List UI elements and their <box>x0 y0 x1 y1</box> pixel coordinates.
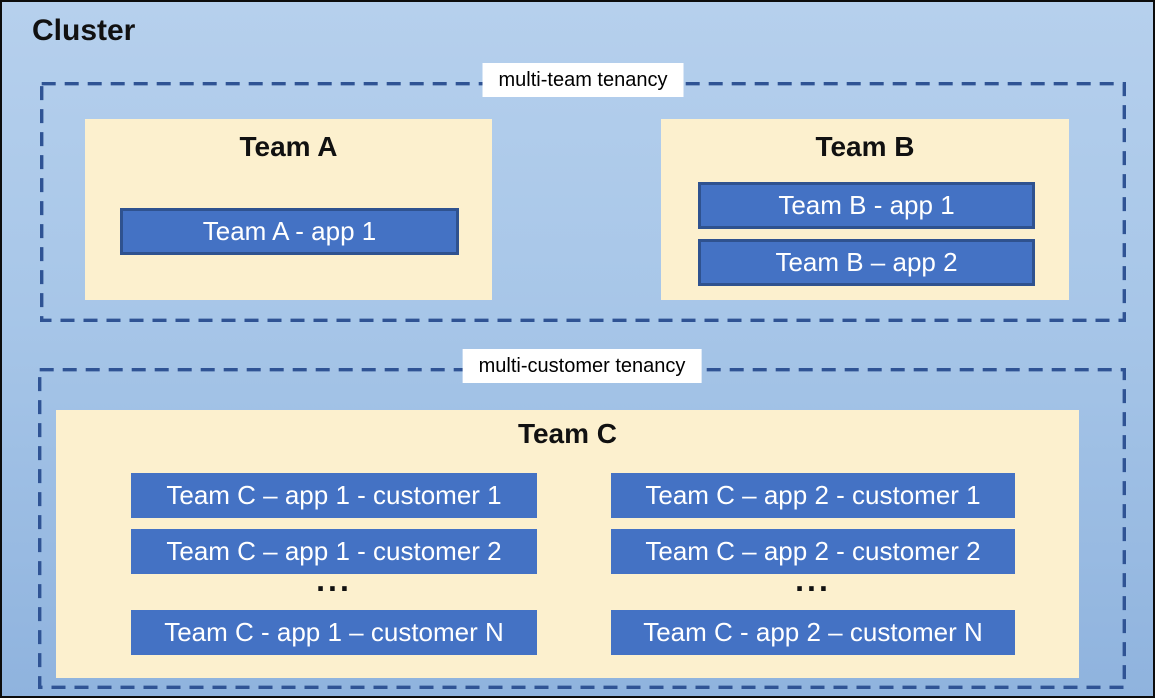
app-label: Team B - app 1 <box>778 190 955 220</box>
cluster-title: Cluster <box>32 14 136 47</box>
team-c-box: Team C Team C – app 1 - customer 1 Team … <box>56 410 1079 678</box>
app-box-team-c-app1-customerN: Team C - app 1 – customer N <box>131 610 537 655</box>
app-box-team-b-app-2: Team B – app 2 <box>698 239 1035 286</box>
multi-customer-tenancy-region: multi-customer tenancy Team C Team C – a… <box>38 349 1126 689</box>
region-label-multi-team: multi-team tenancy <box>482 63 684 97</box>
team-c-title: Team C <box>517 418 618 449</box>
app-box-team-c-app1-customer1: Team C – app 1 - customer 1 <box>131 473 537 518</box>
app-label: Team B – app 2 <box>775 247 958 277</box>
app-box-team-a-app-1: Team A - app 1 <box>120 208 459 255</box>
app-box-team-c-app1-customer2: Team C – app 1 - customer 2 <box>131 529 537 574</box>
team-b-box: Team B Team B - app 1 Team B – app 2 <box>661 119 1069 300</box>
team-a-box: Team A Team A - app 1 <box>85 119 492 300</box>
app-box-team-c-app2-customer2: Team C – app 2 - customer 2 <box>611 529 1015 574</box>
region-label-multi-customer: multi-customer tenancy <box>462 349 702 383</box>
team-b-title: Team B <box>815 131 915 162</box>
app-label: Team C – app 2 - customer 1 <box>645 480 981 510</box>
ellipsis-app2: ... <box>795 562 831 599</box>
app-label: Team C - app 2 – customer N <box>643 617 983 647</box>
app-label: Team C – app 2 - customer 2 <box>645 536 981 566</box>
app-box-team-c-app2-customerN: Team C - app 2 – customer N <box>611 610 1015 655</box>
ellipsis-app1: ... <box>316 562 352 599</box>
team-a-title: Team A <box>239 131 338 162</box>
app-label: Team A - app 1 <box>202 216 377 246</box>
app-box-team-c-app2-customer1: Team C – app 2 - customer 1 <box>611 473 1015 518</box>
app-label: Team C – app 1 - customer 1 <box>166 480 502 510</box>
app-label: Team C - app 1 – customer N <box>164 617 504 647</box>
app-label: Team C – app 1 - customer 2 <box>166 536 502 566</box>
multi-team-tenancy-region: multi-team tenancy Team A Team A - app 1… <box>40 63 1126 322</box>
app-box-team-b-app-1: Team B - app 1 <box>698 182 1035 229</box>
